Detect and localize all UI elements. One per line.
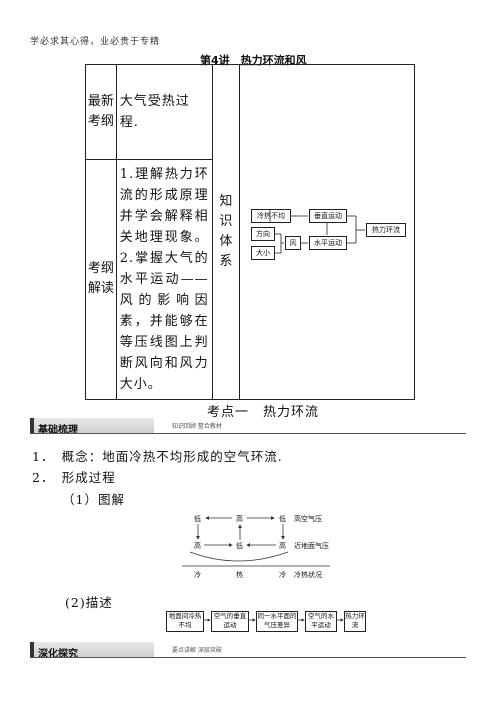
bar-deep-label: 深化探究 <box>38 649 78 660</box>
box-direction: 方向 <box>251 227 275 241</box>
label-hot: 热 <box>236 571 243 579</box>
box-circulation: 热力环流 <box>366 223 406 237</box>
flow-step-3: 同一水平面的气压差异 <box>256 611 298 632</box>
bar-basic-label: 基础梳理 <box>38 425 78 436</box>
sub-diagram: （1）图解 <box>62 492 125 507</box>
section-title: 考点一 热力环流 <box>207 405 320 420</box>
syllabus-table: 最新考纲 大气受热过程. 知识体系 冷热不均 垂直运动 方向 大小 风 水平运动… <box>85 64 415 401</box>
bar-deep: 深化探究 <box>30 642 154 660</box>
flow-step-2: 空气的垂直运动 <box>211 611 249 632</box>
box-vertical: 垂直运动 <box>309 209 347 223</box>
box-magnitude: 大小 <box>251 246 275 260</box>
flow-step-4: 空气的水平运动 <box>305 611 337 632</box>
bar-basic: 基础梳理 <box>30 418 154 436</box>
label-low-1: 低 <box>194 515 201 523</box>
circulation-diagram: 低 高 低 高空气压 高 低 高 近地面气压 冷 热 冷 冷热状况 <box>180 512 370 592</box>
label-cold-2: 冷 <box>279 571 286 579</box>
process-flow: 地面间冷热不均 空气的垂直运动 同一水平面的气压差异 空气的水平运动 热力环流 <box>166 608 366 634</box>
label-high-air: 高空气压 <box>294 515 322 523</box>
flow-step-1: 地面间冷热不均 <box>166 611 204 632</box>
flow-step-5: 热力环流 <box>344 611 366 632</box>
label-status: 冷热状况 <box>294 571 322 579</box>
bar-basic-tag: 知识回顾 整合教材 <box>172 423 222 430</box>
label-high-1: 高 <box>194 542 201 550</box>
label-high-2: 高 <box>279 542 286 550</box>
divider <box>30 433 466 434</box>
label-newest: 最新考纲 <box>85 64 117 160</box>
label-cold-1: 冷 <box>194 571 201 579</box>
diagram-connectors <box>269 209 365 254</box>
flow-arrows <box>203 618 344 622</box>
header-motto: 学必求其心得，业必贵于专精 <box>30 37 161 47</box>
circulation-arrows <box>182 516 330 567</box>
sub-description: (2)描述 <box>65 595 113 610</box>
knowledge-diagram: 冷热不均 垂直运动 方向 大小 风 水平运动 热力环流 <box>239 64 415 400</box>
divider-2 <box>30 657 466 658</box>
item-concept: 1． 概念：地面冷热不均形成的空气环流. <box>32 449 283 464</box>
label-knowledge: 知识体系 <box>211 64 241 400</box>
label-low-2: 低 <box>279 515 286 523</box>
label-high-top: 高 <box>236 515 243 523</box>
box-wind: 风 <box>285 236 301 250</box>
box-uneven: 冷热不均 <box>251 209 291 223</box>
item-process: 2． 形成过程 <box>32 470 116 485</box>
label-interpret: 考纲解读 <box>85 158 117 401</box>
label-near-ground: 近地面气压 <box>294 542 329 550</box>
page-title: 第4讲 热力环流和风 <box>200 54 307 67</box>
interpret-content: 1.理解热力环流的形成原理并学会解释相关地理现象。2.掌握大气的水平运动——风的… <box>115 158 213 401</box>
bar-deep-tag: 要点讲解 深层突破 <box>172 647 222 654</box>
newest-content: 大气受热过程. <box>115 64 213 160</box>
box-horizontal: 水平运动 <box>309 236 347 250</box>
label-low-mid: 低 <box>236 542 243 550</box>
